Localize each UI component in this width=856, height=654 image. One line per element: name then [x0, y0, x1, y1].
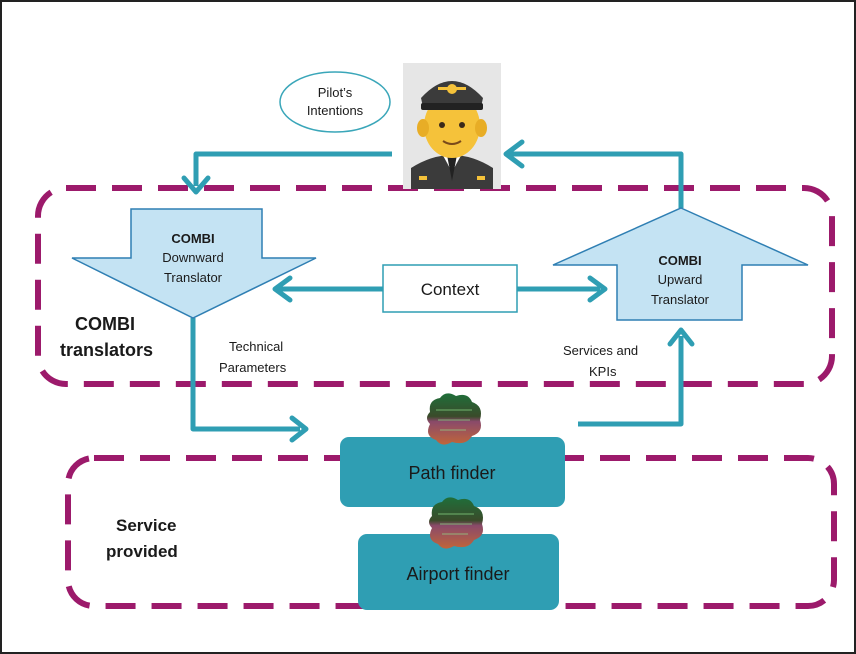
path-finder-label: Path finder — [408, 463, 495, 483]
pilot-emoji-icon — [403, 63, 501, 189]
airport-finder-label: Airport finder — [406, 564, 509, 584]
upward-to-pilot-edge — [510, 151, 684, 208]
ai-brain-icon — [429, 497, 483, 549]
downward-title: COMBI — [171, 231, 214, 246]
technical-label-line2: Parameters — [219, 360, 287, 375]
path-finder-box — [340, 437, 565, 507]
translators-group-line1: COMBI — [75, 314, 135, 334]
pilot-bubble-line2: Intentions — [307, 103, 364, 118]
arrowhead-to-upward — [667, 327, 695, 347]
arrowhead-context-left — [272, 275, 293, 303]
pilot-to-downward-edge — [193, 151, 392, 186]
upward-line2: Upward — [658, 272, 703, 287]
downward-translator-shape — [71, 208, 317, 319]
upward-title: COMBI — [658, 253, 701, 268]
upward-translator-shape — [552, 207, 809, 321]
pilot-intentions-bubble — [279, 71, 391, 133]
arrowhead-context-right — [587, 275, 608, 303]
arrowhead-to-pilot — [503, 139, 525, 169]
downward-line2: Downward — [162, 250, 223, 265]
upward-line3: Translator — [651, 292, 710, 307]
service-group-line2: provided — [106, 542, 178, 561]
ai-brain-icon — [427, 393, 481, 445]
downward-line3: Translator — [164, 270, 223, 285]
downward-to-pathfinder-edge — [190, 318, 300, 432]
context-box — [382, 264, 518, 313]
airport-finder-box — [358, 534, 559, 610]
arrowhead-to-pathfinder — [289, 415, 309, 443]
context-label: Context — [421, 280, 480, 299]
translators-group-line2: translators — [60, 340, 153, 360]
arrowhead-down — [181, 175, 211, 195]
technical-label-line1: Technical — [229, 339, 283, 354]
services-label-line1: Services and — [563, 343, 638, 358]
service-group-line1: Service — [116, 516, 177, 535]
pilot-bubble-line1: Pilot’s — [318, 85, 353, 100]
pathfinder-to-upward-edge — [578, 336, 684, 427]
services-label-line2: KPIs — [589, 364, 617, 379]
